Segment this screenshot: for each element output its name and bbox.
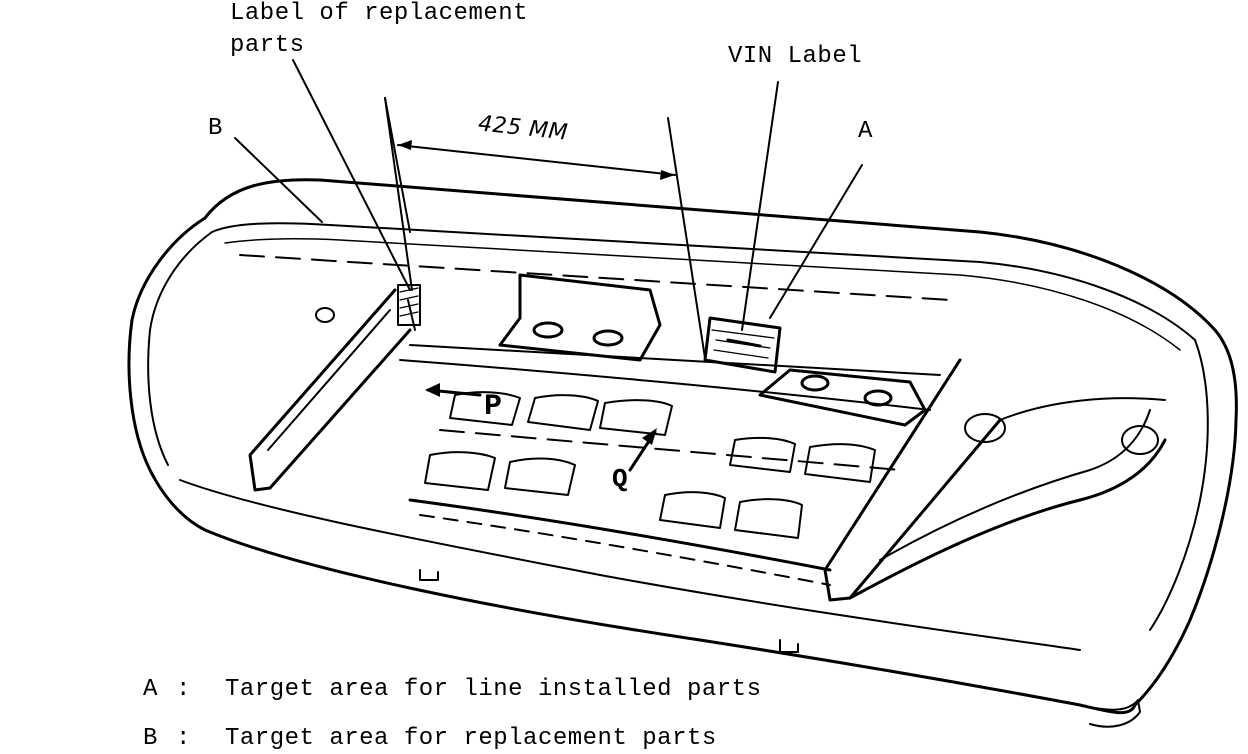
- marker-a: A: [858, 118, 873, 145]
- right-fixture: [964, 413, 1006, 443]
- p-arrowhead: [425, 383, 440, 397]
- left-fixture: [315, 307, 335, 323]
- inner-floor-front-2: [419, 514, 831, 586]
- vin-label-title: VIN Label: [728, 43, 863, 70]
- foot-right: [779, 639, 799, 653]
- dimension-ext-right: [667, 117, 706, 359]
- left-bracket: [248, 288, 412, 492]
- floor-pockets: [424, 391, 876, 539]
- replacement-label-title-line1: Label of replacement: [230, 0, 529, 27]
- legend-text: Target area for replacement parts: [225, 725, 717, 752]
- dimension-line: [397, 144, 676, 176]
- bumper-left-end: [127, 216, 207, 532]
- plate-hole-3: [800, 374, 830, 392]
- inner-floor-edge: [399, 359, 931, 411]
- bumper-right-end-inner: [1149, 339, 1209, 631]
- marker-q: Q: [612, 464, 629, 494]
- dimension-ext-left: [384, 97, 411, 233]
- center-plate-left: [498, 273, 662, 362]
- inner-panel-top: [239, 254, 951, 301]
- inner-panel-ledge: [409, 344, 941, 376]
- dimension-arrow-left: [398, 140, 412, 150]
- bumper-top-edge: [203, 178, 1238, 422]
- floor-centerline: [439, 429, 901, 471]
- right-bracket: [823, 358, 1002, 602]
- foot-left: [419, 569, 439, 581]
- legend-text: Target area for line installed parts: [225, 676, 762, 703]
- bumper-inner-top-edge-2: [224, 238, 1181, 351]
- left-bracket-inner: [267, 309, 391, 451]
- legend-separator: :: [176, 676, 191, 703]
- plate-hole-2: [592, 329, 624, 347]
- leader-vin: [741, 81, 779, 331]
- legend-key: A: [143, 676, 158, 703]
- leader-b: [234, 137, 323, 223]
- vin-label-mark: [726, 338, 762, 348]
- leader-replacement-label: [292, 59, 411, 291]
- right-bracket-arm: [848, 438, 1167, 600]
- right-bracket-top: [999, 397, 1166, 421]
- bumper-lower-lip: [1079, 699, 1141, 728]
- bumper-bottom-face: [179, 479, 1081, 651]
- right-bracket-arm-inner: [879, 409, 1151, 561]
- leader-a: [769, 164, 863, 319]
- center-plate-right: [758, 368, 927, 427]
- bumper-inner-top-edge: [211, 222, 1196, 341]
- marker-b: B: [208, 115, 223, 142]
- dimension-arrow-right: [660, 170, 675, 180]
- replacement-label-title-line2: parts: [230, 32, 305, 59]
- legend-key: B: [143, 725, 158, 752]
- marker-p: P: [484, 390, 503, 424]
- legend-separator: :: [176, 725, 191, 752]
- vin-label-plate: [703, 316, 782, 374]
- bumper-left-end-inner: [147, 231, 213, 466]
- right-end-fixture: [1121, 425, 1159, 455]
- inner-floor-front: [408, 498, 832, 572]
- q-arrowhead: [642, 428, 657, 445]
- plate-hole-4: [863, 389, 893, 407]
- replacement-parts-label-box: [397, 284, 421, 326]
- leader-replacement-label-2: [384, 97, 413, 291]
- plate-hole-1: [532, 321, 564, 339]
- bumper-right-end: [1133, 418, 1238, 707]
